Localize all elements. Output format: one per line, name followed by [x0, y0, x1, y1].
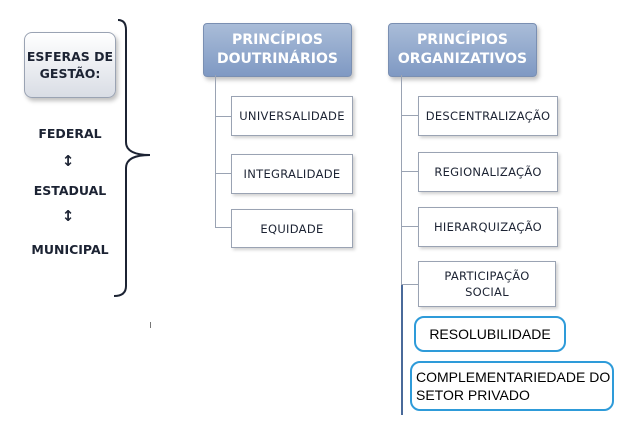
- item-label: EQUIDADE: [260, 221, 324, 236]
- item-label: INTEGRALIDADE: [243, 167, 341, 181]
- connector: [215, 227, 231, 228]
- item-label: REGIONALIZAÇÃO: [434, 165, 542, 179]
- connector: [215, 116, 231, 117]
- item-label: HIERARQUIZAÇÃO: [433, 220, 543, 234]
- highlight-label: COMPLEMENTARIEDADE DO SETOR PRIVADO: [416, 369, 611, 403]
- level-municipal: MUNICIPAL: [31, 242, 109, 257]
- item-hierarquizacao: HIERARQUIZAÇÃO: [418, 207, 558, 247]
- item-universalidade: UNIVERSALIDADE: [231, 96, 353, 136]
- tick-mark: [150, 322, 151, 328]
- highlight-resolubilidade: RESOLUBILIDADE: [414, 316, 566, 352]
- connector: [215, 173, 231, 174]
- item-label: UNIVERSALIDADE: [239, 109, 345, 123]
- connector: [401, 115, 418, 116]
- item-regionalizacao: REGIONALIZAÇÃO: [418, 152, 558, 192]
- connector: [401, 226, 418, 227]
- connector: [401, 171, 418, 172]
- principios-organizativos-title: PRINCÍPIOS ORGANIZATIVOS: [397, 32, 528, 67]
- level-estadual: ESTADUAL: [33, 183, 107, 198]
- updown-arrow-icon: ↕: [61, 152, 75, 170]
- principios-doutrinarios-title: PRINCÍPIOS DOUTRINÁRIOS: [217, 32, 338, 67]
- esferas-title-box: ESFERAS DE GESTÃO:: [24, 32, 116, 98]
- principios-doutrinarios-header: PRINCÍPIOS DOUTRINÁRIOS: [203, 23, 352, 77]
- organizativos-connector-extension: [401, 285, 403, 415]
- item-equidade: EQUIDADE: [231, 209, 353, 248]
- item-descentralizacao: DESCENTRALIZAÇÃO: [418, 96, 558, 136]
- esferas-title: ESFERAS DE GESTÃO:: [26, 49, 114, 81]
- item-label: DESCENTRALIZAÇÃO: [425, 109, 551, 123]
- item-label: PARTICIPAÇÃO SOCIAL: [444, 269, 530, 299]
- updown-arrow-icon: ↕: [61, 207, 75, 225]
- item-participacao-social: PARTICIPAÇÃO SOCIAL: [418, 261, 556, 307]
- connector: [401, 284, 418, 285]
- organizativos-connector: [401, 75, 402, 285]
- curly-brace: [113, 19, 151, 297]
- principios-organizativos-header: PRINCÍPIOS ORGANIZATIVOS: [388, 23, 537, 77]
- item-integralidade: INTEGRALIDADE: [231, 154, 353, 194]
- level-federal: FEDERAL: [38, 126, 102, 141]
- doutrinarios-connector: [215, 75, 216, 228]
- highlight-label: RESOLUBILIDADE: [429, 326, 551, 342]
- highlight-complementariedade: COMPLEMENTARIEDADE DO SETOR PRIVADO: [410, 361, 614, 411]
